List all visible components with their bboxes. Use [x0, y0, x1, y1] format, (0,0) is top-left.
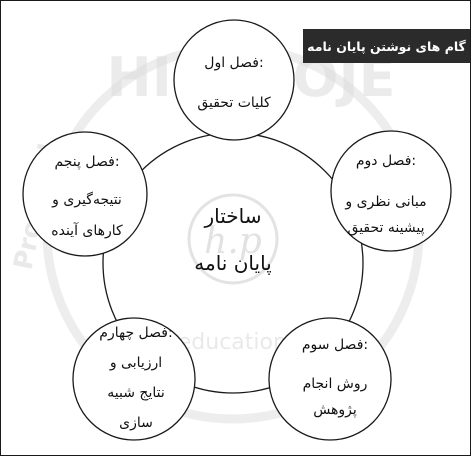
chapter-1-line-2: کلیات تحقیق: [197, 95, 271, 111]
chapter-4-line-4: سازی: [119, 415, 153, 431]
chapter-5-line-3: کارهای آینده: [51, 222, 123, 239]
chapter-4-node: فصل چهارم: ارزیابی و نتایج شبیه سازی: [72, 317, 196, 441]
chapter-4-line-2: ارزیابی و: [109, 355, 162, 371]
chapter-3-line-1: فصل سوم:: [302, 337, 368, 353]
chapter-3-line-2: روش انجام: [303, 376, 368, 392]
chapter-5-line-1: فصل پنجم:: [54, 154, 119, 170]
chapter-1-line-1: فصل اول:: [204, 55, 263, 71]
chapter-3-line-3: پژوهش: [313, 402, 357, 418]
title-banner: گام های نوشتن پایان نامه: [303, 29, 470, 63]
chapter-2-line-1: فصل دوم:: [356, 153, 416, 169]
chapter-1-node: فصل اول: کلیات تحقیق: [173, 19, 295, 141]
chapter-2-line-3: پیشینه تحقیق: [348, 220, 425, 236]
chapter-5-node: فصل پنجم: نتیجه‌گیری و کارهای آینده: [22, 131, 148, 257]
chapter-2-line-2: مبانی نظری و: [344, 194, 426, 210]
chapter-2-node: فصل دوم: مبانی نظری و پیشینه تحقیق: [330, 130, 452, 252]
center-label: ساختار پایان نامه: [194, 204, 271, 276]
chapter-4-line-3: نتایج شبیه: [107, 385, 164, 401]
center-line-1: ساختار: [203, 204, 261, 228]
center-line-2: پایان نامه: [194, 251, 271, 276]
chapter-3-node: فصل سوم: روش انجام پژوهش: [268, 317, 392, 441]
chapter-4-line-1: فصل چهارم:: [99, 325, 172, 341]
chapter-5-line-2: نتیجه‌گیری و: [51, 191, 122, 208]
watermark-logo: h.p: [204, 221, 262, 262]
